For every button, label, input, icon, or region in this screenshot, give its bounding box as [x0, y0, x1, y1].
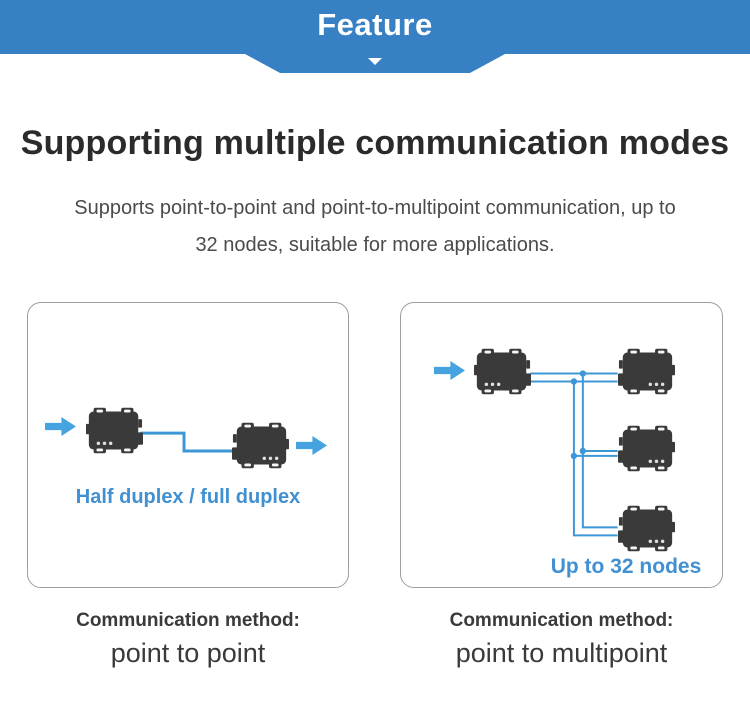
caption-title: Communication method: [76, 610, 300, 631]
caption-title: Communication method: [449, 610, 674, 631]
caption-value: point to multipoint [455, 638, 668, 668]
device-icon [86, 407, 143, 454]
connection-line [140, 431, 233, 453]
feature-banner: Feature [0, 0, 750, 54]
duplex-label: Half duplex / full duplex [75, 486, 301, 508]
subtitle-line-1: Supports point-to-point and point-to-mul… [74, 197, 676, 219]
page-title: Supporting multiple communication modes [20, 124, 730, 162]
device-icon [618, 348, 675, 395]
point-to-multipoint-panel: Up to 32 nodes [400, 302, 723, 588]
device-icon [474, 348, 531, 395]
device-icon [618, 505, 675, 552]
device-icon [618, 425, 675, 472]
down-chevron-icon [368, 58, 382, 65]
subtitle-line-2: 32 nodes, suitable for more applications… [195, 234, 555, 256]
device-icon [232, 422, 289, 469]
bus-connection-lines [530, 370, 618, 537]
nodes-label: Up to 32 nodes [550, 555, 702, 578]
banner-title: Feature [317, 7, 433, 42]
right-caption: Communication method: point to multipoin… [400, 610, 723, 680]
page-subtitle: Supports point-to-point and point-to-mul… [0, 190, 750, 264]
caption-value: point to point [110, 638, 266, 668]
point-to-point-panel: Half duplex / full duplex [27, 302, 349, 588]
left-caption: Communication method: point to point [27, 610, 349, 680]
